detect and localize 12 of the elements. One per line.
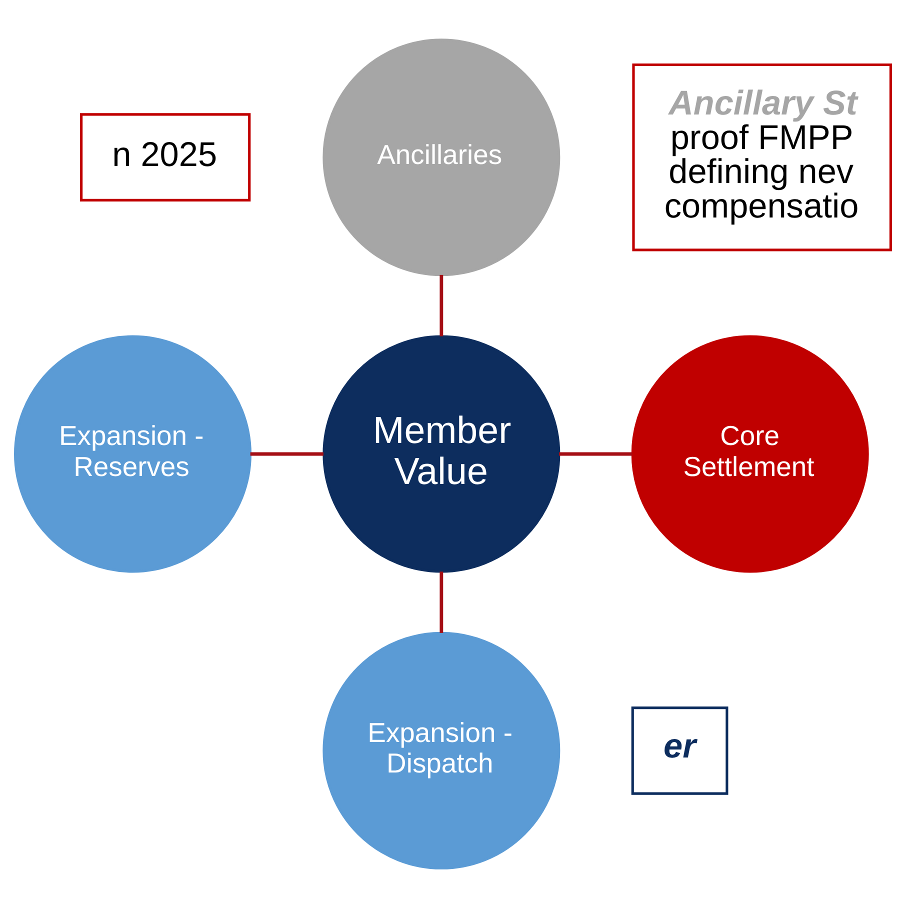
node-box: er [631,706,728,794]
node-circle: Ancillaries [322,38,560,276]
node-circle: Expansion - Reserves [14,334,252,572]
node-circle: Expansion - Dispatch [322,631,560,869]
connector [558,452,632,456]
node-box: Ancillary St proof FMPP defining nev compensatio [632,62,892,251]
connector [440,571,444,632]
connector [440,274,444,336]
connector [250,452,324,456]
node-circle: Member Value [322,334,560,572]
node-box: n 2025 [80,112,251,201]
node-circle: Core Settlement [631,334,869,572]
